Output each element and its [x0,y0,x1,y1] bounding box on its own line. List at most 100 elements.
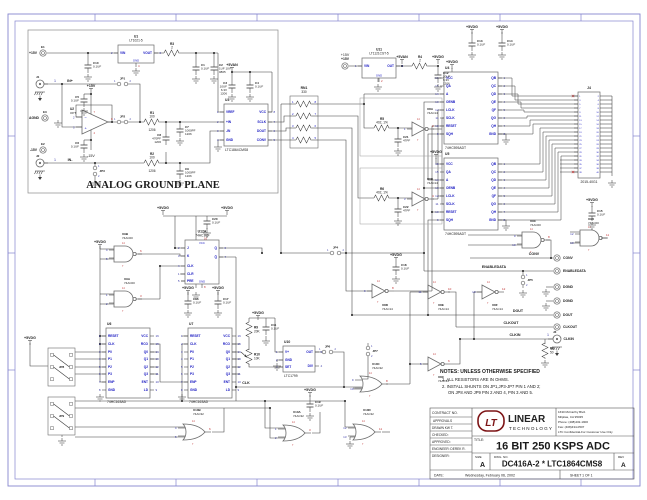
ground-symbol [392,276,400,284]
wire [29,343,48,367]
ref-RN1: RN1 [301,86,308,90]
jumper-pin [116,81,122,87]
pot-arrow [244,354,247,358]
pin-num: 2 [106,302,108,306]
turret-outer [553,297,561,305]
part-U12A: 74AC109 [195,234,209,238]
pin-num: 7 [314,112,316,116]
junction-dot [158,264,162,268]
pin-num: 8 [392,286,394,290]
wire [295,100,312,108]
pin-num: 29 [579,152,582,154]
part-U8B: 74AC14 [427,181,438,185]
part-U9D: 74AC00 [588,221,599,225]
pin-name: Q2 [226,365,230,369]
ref-U10B: U10B [193,408,202,412]
ground-symbol [176,180,184,188]
pin-name: GND [133,59,139,63]
pin-name: VCC [446,162,453,166]
jumper-pin [365,345,371,351]
value-C20: 0.1UF [212,221,220,225]
turret-outer [553,254,561,262]
jumper-pin [520,274,526,280]
ref-U4: U4 [445,66,449,70]
ground-symbol [542,289,550,297]
pin-name: Q3 [226,372,230,376]
minus-mark: − [85,115,88,120]
pin-num: 4 [99,357,101,361]
pin-num: 1 [319,347,321,351]
wire [427,219,444,315]
ref-U2: U2 [70,107,74,111]
inverter-symbol [427,284,442,300]
inverter-symbol [411,191,426,207]
block-pin [69,377,73,381]
tb-checked: CHECKED: [432,433,449,437]
shield-ground-symbol [551,346,562,356]
bubble [132,251,137,256]
jumper-pin [92,171,98,177]
pin-num: 15 [435,84,439,88]
pwr-pin: 14 [417,188,420,191]
net-DGND: DGND [563,299,574,303]
wire [268,115,290,123]
ref-JP7: JP7 [373,349,379,353]
pin-name: V+ [285,350,289,354]
pin-name: VREF [226,110,235,114]
value-C8: 470PF [152,137,161,141]
junction-dot [350,313,354,317]
tb-addr5: LTC Confidential-For Customer Use Only [558,430,613,434]
wire [318,115,374,199]
pin-num: 8 [274,110,276,114]
turret-DOUT: DOUT [553,311,574,319]
pin-num: 31 [579,156,582,158]
ground-symbol [80,154,88,162]
junction-dot [164,161,168,165]
turret-DGND: DGND [553,297,574,305]
pin-num: 23 [579,140,582,142]
pin-num: 12 [343,426,347,430]
pin-num: 8 [548,235,550,239]
pin-num: 4 [106,248,108,252]
pin-num: 2 [598,96,600,98]
pin-num: 1 [275,427,277,431]
pin-num: 3 [404,197,406,201]
pin-name: LD [144,388,149,392]
ref-C18: C18 [401,263,407,267]
analog-ground-plane-label: ANALOG GROUND PLANE [86,180,220,191]
pwr-pin: 7 [377,301,379,304]
pin-num: 16 [156,334,160,338]
ground-symbol [502,137,510,145]
pin-num: 7 [225,255,227,259]
wire [353,387,362,390]
pwr-pin: 14 [417,118,420,121]
ref-U9D: U9D [588,217,595,221]
ref-J4: J4 [587,86,591,90]
pin-num: 8 [181,388,183,392]
ref-C20: C20 [212,217,218,221]
pin-num: 26 [596,144,599,146]
pin-name: SCLK [446,116,455,120]
ground-symbol [192,292,200,300]
pwr-pin: 7 [122,265,124,268]
pin-num: 28 [596,148,599,150]
wire [498,115,578,119]
net-label-CLKIN: CLKIN [510,333,521,337]
net-label-+5VDG: +5VDG [24,336,36,345]
wire [150,343,188,383]
net-label-text: +5VDG [496,25,508,29]
jumper-pin [321,349,327,355]
pin-name: OUT [387,64,394,68]
pin-num: 15 [238,342,242,346]
pin-name: QG [491,202,496,206]
junction-dot [408,362,412,366]
pin-num: 1 [178,272,180,276]
